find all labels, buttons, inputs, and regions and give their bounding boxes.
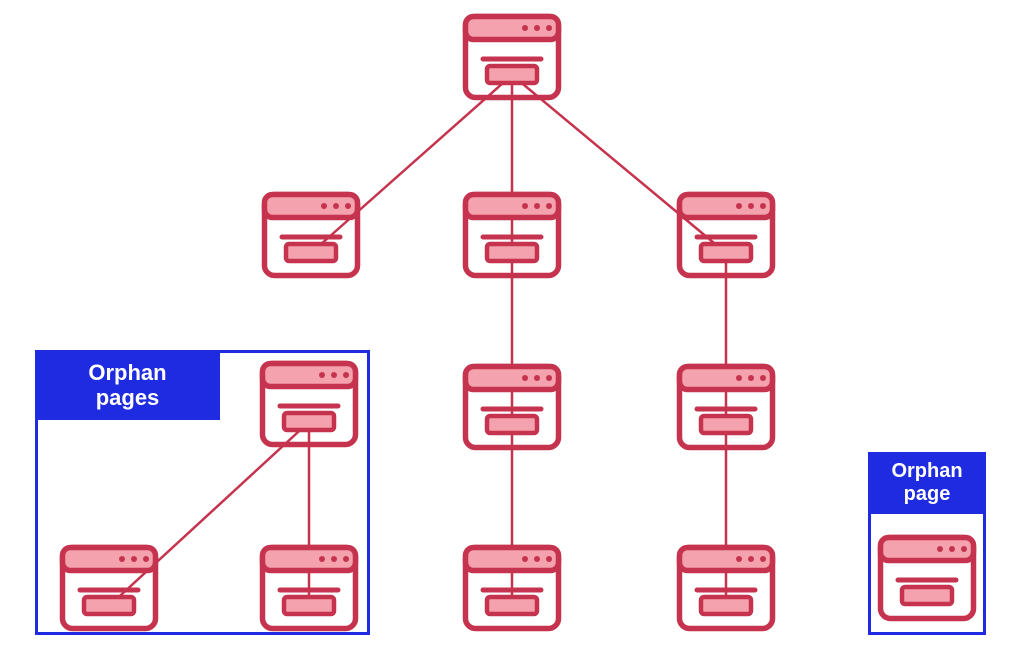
browser-header-bar — [462, 363, 562, 393]
browser-content-bar — [698, 594, 754, 617]
browser-content-bar — [283, 241, 339, 264]
browser-header-bar — [462, 544, 562, 574]
browser-header-dots-icon — [119, 556, 149, 562]
browser-window-icon — [676, 544, 776, 632]
browser-header-dots-icon — [522, 375, 552, 381]
browser-window-icon — [259, 544, 359, 632]
browser-window-icon — [462, 363, 562, 451]
browser-window-icon — [59, 544, 159, 632]
browser-window-icon — [877, 534, 977, 622]
browser-content-bar — [484, 594, 540, 617]
orphan-pages-label-line1: Orphan — [88, 359, 167, 385]
page-node-category-center — [462, 191, 562, 279]
browser-header-dots-icon — [522, 203, 552, 209]
page-node-orphan-child-left — [59, 544, 159, 632]
browser-header-bar — [259, 544, 359, 574]
page-node-orphan-parent — [259, 360, 359, 448]
browser-content-bar — [281, 594, 337, 617]
browser-window-icon — [259, 360, 359, 448]
browser-header-bar — [676, 191, 776, 221]
page-node-category-right — [676, 191, 776, 279]
orphan-page-label-line2: page — [903, 483, 951, 505]
page-node-orphan-single — [877, 534, 977, 622]
page-node-page-right-2 — [676, 363, 776, 451]
browser-content-bar — [484, 413, 540, 436]
orphan-page-label: Orphan page — [868, 452, 986, 514]
page-node-category-left — [261, 191, 361, 279]
browser-window-icon — [462, 191, 562, 279]
browser-header-bar — [59, 544, 159, 574]
page-node-page-center-3 — [462, 544, 562, 632]
browser-header-bar — [676, 544, 776, 574]
browser-content-bar — [698, 413, 754, 436]
browser-header-bar — [462, 191, 562, 221]
browser-content-bar — [698, 241, 754, 264]
orphan-pages-label-line2: pages — [95, 385, 160, 410]
browser-content-bar — [899, 584, 955, 607]
browser-header-dots-icon — [522, 556, 552, 562]
browser-window-icon — [676, 363, 776, 451]
connector-home-to-category-left — [310, 74, 513, 254]
browser-header-bar — [259, 360, 359, 390]
page-node-home — [462, 13, 562, 101]
browser-header-bar — [676, 363, 776, 393]
browser-header-dots-icon — [319, 372, 349, 378]
page-node-page-center-2 — [462, 363, 562, 451]
browser-header-dots-icon — [319, 556, 349, 562]
browser-content-bar — [81, 594, 137, 617]
browser-window-icon — [462, 544, 562, 632]
browser-header-dots-icon — [522, 25, 552, 31]
browser-content-bar — [484, 63, 540, 86]
browser-header-dots-icon — [736, 203, 766, 209]
browser-header-bar — [462, 13, 562, 43]
browser-header-dots-icon — [736, 375, 766, 381]
browser-window-icon — [676, 191, 776, 279]
page-node-orphan-child-right — [259, 544, 359, 632]
browser-header-dots-icon — [937, 546, 967, 552]
orphan-page-label-line1: Orphan — [891, 460, 963, 482]
browser-header-bar — [877, 534, 977, 564]
browser-content-bar — [484, 241, 540, 264]
connector-home-to-category-right — [511, 74, 727, 254]
browser-header-dots-icon — [736, 556, 766, 562]
orphan-pages-label: Orphan pages — [35, 350, 220, 420]
page-node-page-right-3 — [676, 544, 776, 632]
connector-orphan-parent-to-orphan-child-left — [108, 421, 310, 607]
browser-window-icon — [462, 13, 562, 101]
browser-header-bar — [261, 191, 361, 221]
browser-content-bar — [281, 410, 337, 433]
browser-header-dots-icon — [321, 203, 351, 209]
browser-window-icon — [261, 191, 361, 279]
